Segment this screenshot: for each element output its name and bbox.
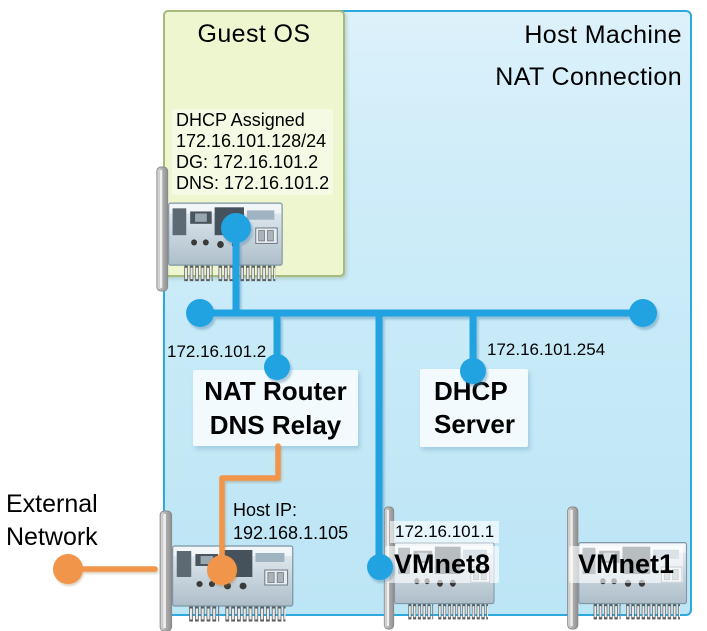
nat-router-label-line1: NAT Router	[204, 376, 347, 406]
nat-connection-subtitle: NAT Connection	[495, 63, 682, 91]
external-network-label: External Network	[6, 488, 98, 554]
guest-os-title: Guest OS	[197, 20, 311, 48]
host-ip-label: Host IP: 192.168.1.105	[233, 499, 348, 545]
vmnet1-label: VMnet1	[569, 546, 684, 583]
nat-router-label-line2: DNS Relay	[209, 410, 342, 440]
dhcp-server-label-line1: DHCP	[434, 376, 508, 406]
vmnet8-ip: 172.16.101.1	[390, 521, 500, 543]
guest-dhcp-info-line3: DG: 172.16.101.2	[176, 152, 319, 172]
nat-router-label-box: NAT Router DNS Relay	[193, 370, 358, 446]
external-network-line1: External	[6, 490, 98, 518]
dhcp-server-label-box: DHCP Server	[420, 369, 528, 447]
host-ip-line1: Host IP:	[233, 500, 298, 520]
nat-router-ip: 172.16.101.2	[167, 342, 267, 361]
host-machine-title: Host Machine	[524, 21, 682, 49]
guest-dhcp-info-line1: DHCP Assigned	[176, 110, 305, 130]
guest-dhcp-info-line4: DNS: 172.16.101.2	[176, 173, 330, 193]
guest-dhcp-info: DHCP Assigned 172.16.101.128/24 DG: 172.…	[172, 109, 334, 195]
host-ip-line2: 192.168.1.105	[233, 523, 349, 543]
dhcp-server-ip: 172.16.101.254	[487, 340, 606, 359]
external-network-dot	[53, 554, 83, 584]
external-network-line2: Network	[6, 523, 98, 551]
guest-dhcp-info-line2: 172.16.101.128/24	[176, 131, 327, 151]
dhcp-server-label-line2: Server	[434, 409, 515, 439]
vmnet8-label: VMnet8	[385, 546, 500, 583]
